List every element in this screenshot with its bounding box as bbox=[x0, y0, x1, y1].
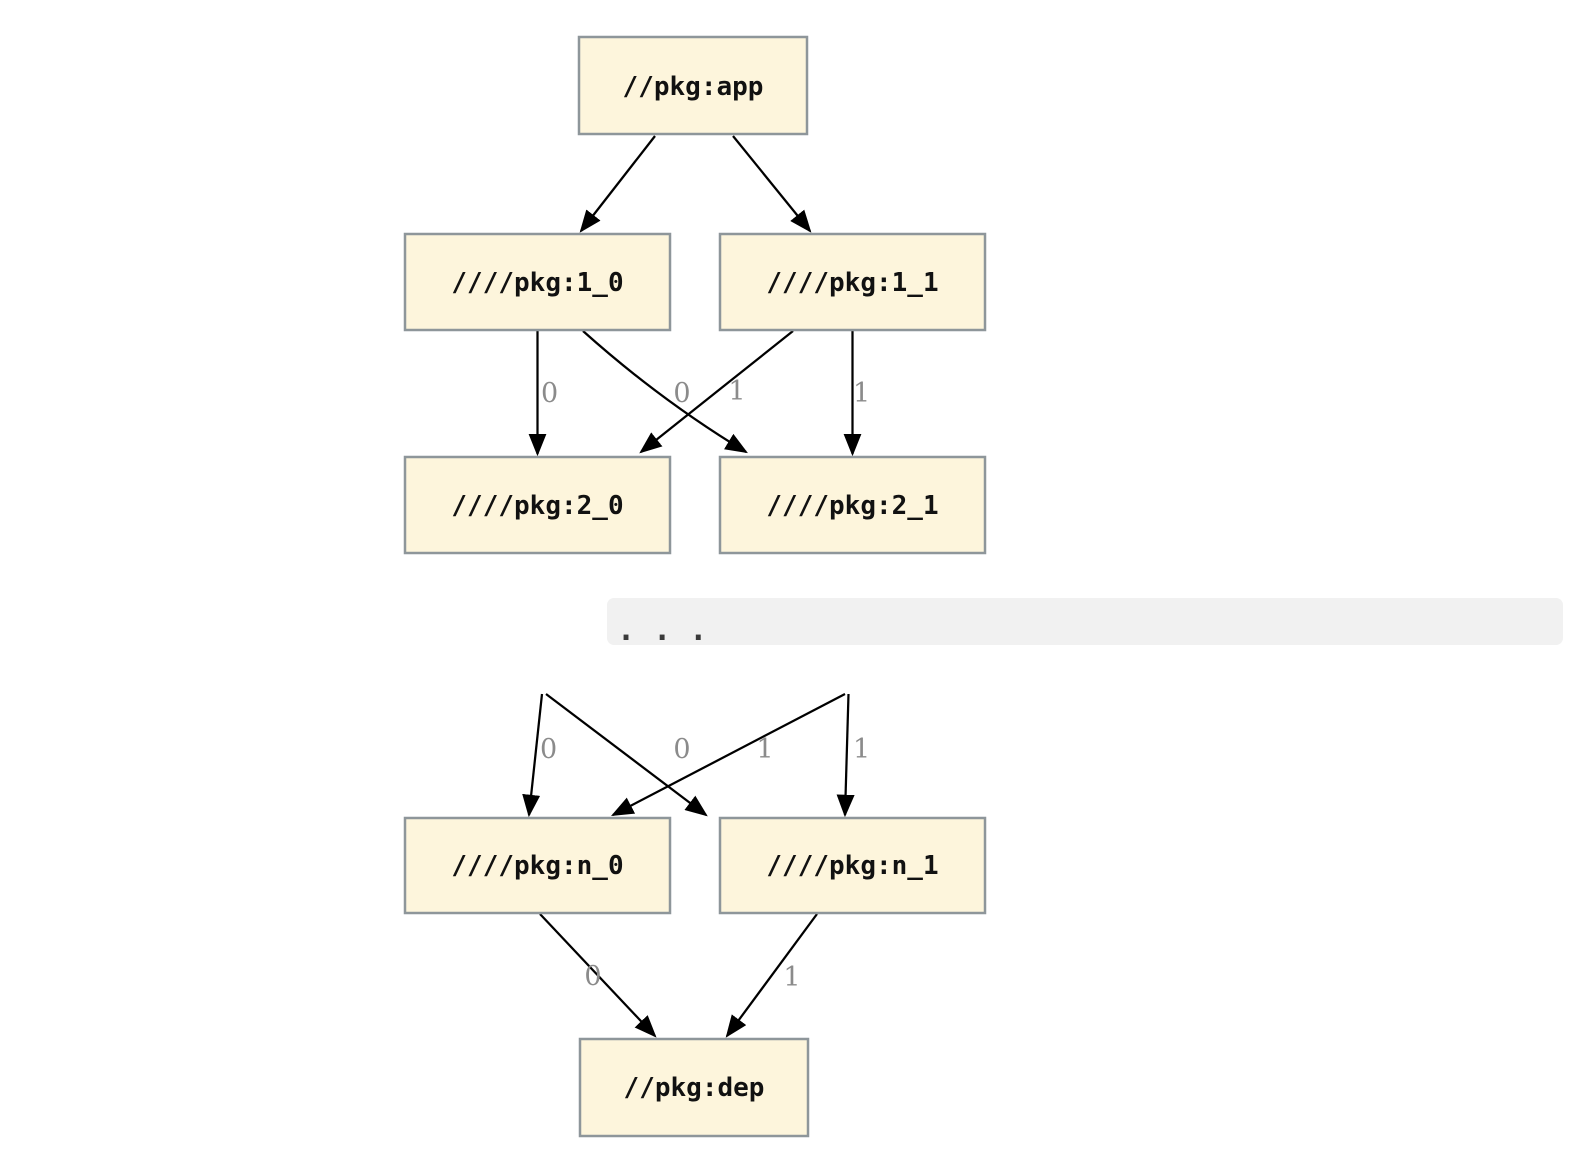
node-dep-box bbox=[578, 1037, 810, 1138]
node-app-label: //pkg:app bbox=[623, 72, 764, 102]
edge-label-cont2-n_1: 1 bbox=[853, 734, 870, 765]
edge-label-1_0-2_1: 0 bbox=[673, 378, 690, 409]
ellipsis-band bbox=[607, 598, 1563, 645]
node-1_1-box bbox=[718, 232, 987, 332]
node-app: //pkg:app bbox=[577, 35, 809, 136]
node-2_1-box bbox=[718, 455, 987, 555]
edge-label-1_1-2_1: 1 bbox=[853, 378, 870, 409]
edge-n_0-to-dep bbox=[539, 913, 657, 1038]
edge-label-1_0-2_0: 0 bbox=[541, 378, 558, 409]
edge-label-1_1-2_0: 1 bbox=[728, 376, 745, 407]
node-n_1: ////pkg:n_1 bbox=[718, 816, 987, 915]
node-n_1-box bbox=[718, 816, 987, 915]
edge-label-cont-n_0: 0 bbox=[540, 734, 557, 765]
edge-cont-to-n_1-cross bbox=[545, 693, 708, 817]
node-2_0-label: ////pkg:2_0 bbox=[451, 491, 623, 521]
node-2_1-label: ////pkg:2_1 bbox=[766, 491, 938, 521]
node-1_1: ////pkg:1_1 bbox=[718, 232, 987, 332]
node-n_0-box bbox=[403, 816, 672, 915]
edge-label-cont2-n_0: 1 bbox=[756, 734, 773, 765]
node-dep-label: //pkg:dep bbox=[624, 1073, 765, 1103]
ellipsis-dots: . . . bbox=[617, 613, 707, 648]
node-2_0: ////pkg:2_0 bbox=[403, 455, 672, 555]
node-1_0: ////pkg:1_0 bbox=[403, 232, 672, 332]
edge-1_0-to-2_1 bbox=[582, 330, 748, 454]
node-1_0-label: ////pkg:1_0 bbox=[451, 268, 623, 298]
node-dep: //pkg:dep bbox=[578, 1037, 810, 1138]
node-app-box bbox=[577, 35, 809, 136]
edge-label-n_1-dep: 1 bbox=[783, 962, 800, 993]
node-1_0-box bbox=[403, 232, 672, 332]
edge-label-cont-n_1: 0 bbox=[673, 734, 690, 765]
node-2_0-box bbox=[403, 455, 672, 555]
edge-cont2-to-n_1 bbox=[836, 693, 855, 818]
node-n_0-label: ////pkg:n_0 bbox=[451, 851, 623, 881]
node-2_1: ////pkg:2_1 bbox=[718, 455, 987, 555]
edge-1_1-to-2_0 bbox=[639, 330, 794, 454]
node-1_1-label: ////pkg:1_1 bbox=[766, 268, 938, 298]
edge-n_1-to-dep bbox=[725, 913, 818, 1038]
edge-cont2-to-n_0-cross bbox=[611, 693, 846, 817]
edge-cont-to-n_0 bbox=[522, 693, 544, 818]
node-n_0: ////pkg:n_0 bbox=[403, 816, 672, 915]
edge-label-n_0-dep: 0 bbox=[584, 961, 601, 992]
edge-app-to-1_1 bbox=[732, 135, 812, 233]
node-n_1-label: ////pkg:n_1 bbox=[766, 851, 938, 881]
edge-app-to-1_0 bbox=[579, 135, 656, 233]
